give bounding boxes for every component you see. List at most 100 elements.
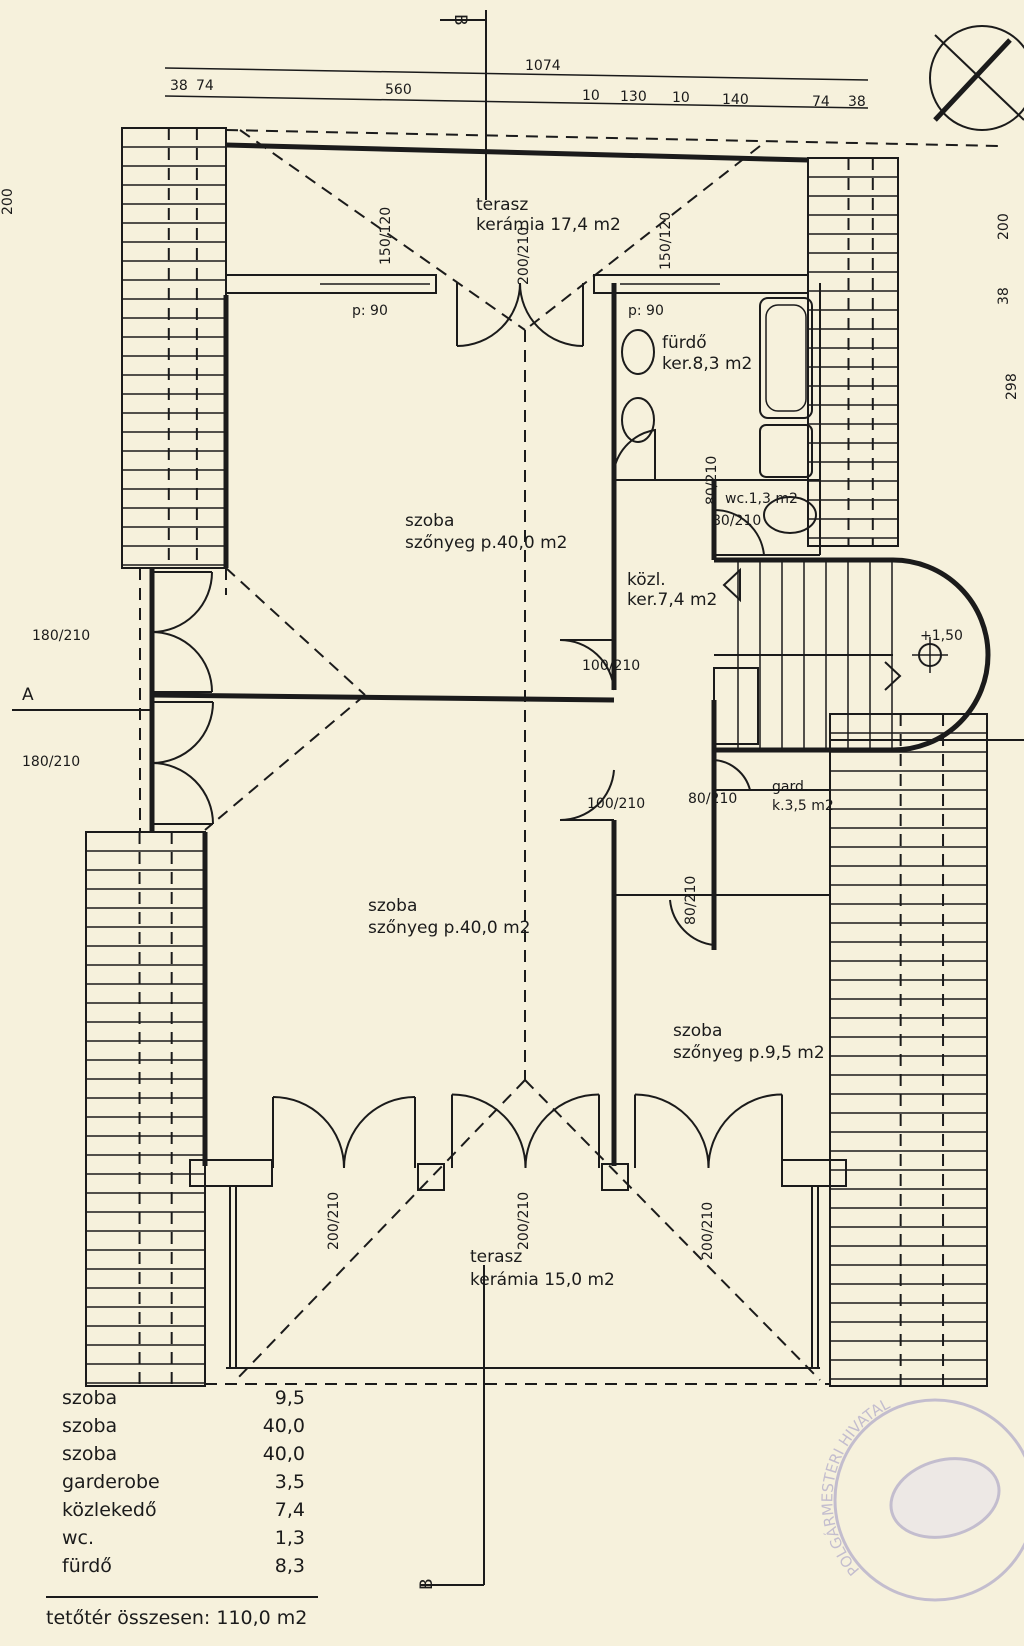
stair-landing-box bbox=[713, 667, 759, 745]
dim-seg: 560 bbox=[385, 82, 412, 98]
door-lower-room bbox=[559, 769, 615, 822]
area-row-value: 3,5 bbox=[275, 1471, 305, 1493]
dim-right: 38 bbox=[996, 287, 1012, 305]
side-door-lower-swing bbox=[151, 762, 214, 825]
area-row-name: szoba bbox=[62, 1387, 117, 1409]
terrace-door-3-label: 200/210 bbox=[700, 1202, 716, 1260]
roof-strip-lower-right bbox=[829, 713, 988, 1387]
door-lower-room-label: 100/210 bbox=[587, 796, 645, 812]
dim-seg: 38 bbox=[848, 94, 866, 110]
corridor-detail: ker.7,4 m2 bbox=[627, 590, 717, 610]
bathtub bbox=[759, 297, 813, 419]
area-row-value: 7,4 bbox=[275, 1499, 305, 1521]
roof-ridge-line bbox=[524, 1079, 821, 1381]
bathtub-inner bbox=[765, 304, 807, 412]
room-small-name: szoba bbox=[673, 1021, 722, 1041]
bathroom-name: fürdő bbox=[662, 333, 707, 353]
dim-seg: 10 bbox=[672, 90, 690, 106]
terrace-door-2-swing bbox=[524, 1093, 600, 1169]
opening-labels: 150/120 150/120 200/210 p: 90 p: 90 180/… bbox=[22, 207, 761, 1260]
wall-bottom-left bbox=[189, 1159, 273, 1187]
sill-left: p: 90 bbox=[352, 303, 388, 319]
door-bath-label: 80/210 bbox=[704, 456, 720, 505]
room-labels: terasz kerámia 17,4 m2 szoba szőnyeg p.4… bbox=[368, 195, 963, 1290]
roof-ridge-line bbox=[239, 129, 526, 331]
room-upper-detail: szőnyeg p.40,0 m2 bbox=[405, 533, 568, 553]
roof-strip-upper-right bbox=[807, 157, 899, 547]
wall-bottom-right bbox=[781, 1159, 847, 1187]
bathroom-detail: ker.8,3 m2 bbox=[662, 354, 752, 374]
side-door-upper-swing bbox=[151, 631, 213, 693]
room-upper-name: szoba bbox=[405, 511, 454, 531]
area-row-name: wc. bbox=[62, 1527, 94, 1549]
door-small-room-label: 80/210 bbox=[683, 876, 699, 925]
terrace-door-top-swing bbox=[519, 282, 584, 347]
dim-seg: 10 bbox=[582, 88, 600, 104]
roof-ridge-line bbox=[204, 694, 366, 831]
dim-right: 200 bbox=[996, 213, 1012, 240]
area-row-value: 40,0 bbox=[263, 1415, 305, 1437]
roof-strip-upper-left bbox=[121, 127, 227, 569]
terrace-door-1-label: 200/210 bbox=[326, 1192, 342, 1250]
stair-arrow-icon bbox=[722, 567, 741, 603]
sill-right: p: 90 bbox=[628, 303, 664, 319]
area-row-value: 40,0 bbox=[263, 1443, 305, 1465]
toilet bbox=[763, 496, 817, 534]
window-left-label: 150/120 bbox=[378, 207, 394, 265]
door-wc bbox=[713, 508, 766, 556]
terrace-door-top-swing bbox=[456, 282, 521, 347]
door-wardrobe bbox=[713, 759, 752, 791]
washbasin bbox=[621, 329, 655, 375]
wall-middle-divider bbox=[151, 692, 615, 703]
side-door-lower-swing bbox=[151, 701, 214, 764]
window-right-label: 150/120 bbox=[658, 212, 674, 270]
top-dimensions: 1074 38 74 560 10 130 10 140 74 38 200 2… bbox=[0, 58, 1020, 400]
terrace-bottom-detail: kerámia 15,0 m2 bbox=[470, 1270, 615, 1290]
door-upper-room bbox=[559, 638, 615, 691]
dim-right: 298 bbox=[1004, 373, 1020, 400]
window-left bbox=[225, 274, 437, 294]
section-mark-b-bottom: B bbox=[417, 1578, 437, 1590]
roof-outline-top bbox=[225, 129, 1001, 147]
door-upper-room-label: 100/210 bbox=[582, 658, 640, 674]
area-total: tetőtér összesen: 110,0 m2 bbox=[46, 1607, 307, 1629]
pillar bbox=[417, 1163, 445, 1191]
corridor-name: közl. bbox=[627, 570, 666, 590]
terrace-top-name: terasz bbox=[476, 195, 528, 215]
roof-hatching bbox=[85, 127, 988, 1387]
terrace-door-1-swing bbox=[343, 1096, 416, 1169]
dim-left: 200 bbox=[0, 188, 16, 215]
stair-arrow-icon bbox=[884, 661, 902, 691]
area-row-name: garderobe bbox=[62, 1471, 160, 1493]
door-wc-label: 80/210 bbox=[712, 513, 761, 529]
area-row-value: 8,3 bbox=[275, 1555, 305, 1577]
area-row-value: 9,5 bbox=[275, 1387, 305, 1409]
section-mark-b-top: B bbox=[450, 14, 470, 26]
wardrobe-name: gard. bbox=[772, 779, 808, 795]
washbasin bbox=[621, 397, 655, 443]
roof-strip-lower-left bbox=[85, 831, 206, 1387]
terrace-door-1-swing bbox=[272, 1096, 345, 1169]
roof-ridge-line bbox=[235, 1079, 526, 1381]
dim-total: 1074 bbox=[525, 58, 561, 74]
room-lower-detail: szőnyeg p.40,0 m2 bbox=[368, 918, 531, 938]
terrace-door-3-swing bbox=[707, 1093, 783, 1169]
terrace-top-detail: kerámia 17,4 m2 bbox=[476, 215, 621, 235]
room-small-detail: szőnyeg p.9,5 m2 bbox=[673, 1043, 825, 1063]
roof-ridge-line bbox=[225, 567, 366, 696]
terrace-door-2-swing bbox=[451, 1093, 527, 1169]
door-top-label: 200/210 bbox=[516, 227, 532, 285]
dim-seg: 74 bbox=[812, 94, 830, 110]
terrace-door-3-swing bbox=[634, 1093, 710, 1169]
municipal-stamp: POLGÁRMESTERI HIVATAL bbox=[818, 1395, 1024, 1602]
roof-ridge-line bbox=[524, 145, 761, 331]
pillar bbox=[601, 1163, 629, 1191]
area-row-name: szoba bbox=[62, 1415, 117, 1437]
wall-top bbox=[225, 142, 809, 163]
area-row-name: szoba bbox=[62, 1443, 117, 1465]
area-row-name: fürdő bbox=[62, 1555, 112, 1577]
dim-seg: 74 bbox=[196, 78, 214, 94]
north-arrow-icon bbox=[933, 38, 1012, 122]
dim-seg: 130 bbox=[620, 89, 647, 105]
